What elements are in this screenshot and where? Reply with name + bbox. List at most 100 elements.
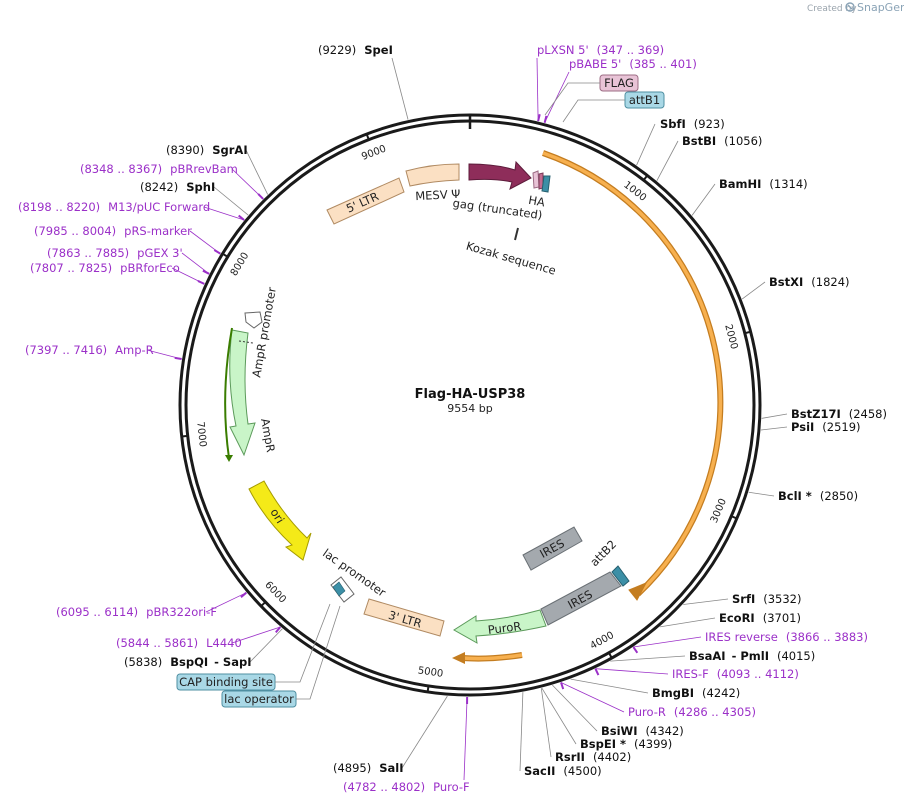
site-bspei[interactable]: BspEI *(4399) [541, 687, 672, 751]
site-bsaai[interactable]: BsaAI- PmlI(4015) [610, 649, 815, 663]
site-pbabe[interactable]: pBABE 5'(385 .. 401) [543, 57, 697, 123]
site-spei[interactable]: (9229)SpeI [318, 43, 409, 120]
site-label-text: (5844 .. 5861)L4440 [116, 636, 242, 650]
feature-usp38[interactable] [542, 150, 724, 601]
site-bstxi[interactable]: BstXI(1824) [741, 275, 850, 300]
site-bsiwi[interactable]: BsiWI(4342) [552, 684, 684, 738]
site-plxsn[interactable]: pLXSN 5'(347 .. 369) [536, 43, 664, 122]
site-label-part: (2519) [822, 420, 860, 434]
site-sphi[interactable]: (8242)SphI [140, 180, 249, 216]
site-ampr-primer[interactable]: (7397 .. 7416)Amp-R [25, 343, 182, 360]
site-label-part: (6095 .. 6114) [56, 605, 138, 619]
site-ecori[interactable]: EcoRI(3701) [659, 611, 801, 628]
app-name-text: SnapGene [857, 1, 904, 14]
site-label-text: Puro-R(4286 .. 4305) [628, 705, 756, 719]
tick-mark [365, 132, 371, 141]
site-bmgbi[interactable]: BmgBI(4242) [570, 678, 741, 700]
primer-mark [257, 193, 264, 200]
site-srfi[interactable]: SrfI(3532) [683, 592, 802, 606]
site-sacii[interactable]: SacII(4500) [519, 692, 602, 778]
site-label-part: (7807 .. 7825) [30, 261, 112, 275]
feature-kozak[interactable]: Kozak sequence [465, 227, 558, 278]
feature-ires-1[interactable]: IRES [522, 526, 583, 571]
site-label-part: BclI * [778, 489, 812, 503]
site-label-part: BsiWI [601, 724, 638, 738]
site-label-part: RsrII [555, 750, 585, 764]
tick-label: 4000 [588, 630, 616, 652]
site-label-part: (4782 .. 4802) [343, 780, 425, 794]
site-sali[interactable]: (4895)SalI [333, 695, 448, 775]
feature-ha[interactable]: HA [527, 175, 551, 209]
feature-puror[interactable]: PuroR [453, 609, 547, 644]
primer-mark [240, 591, 247, 598]
site-label-part: - PmlI [732, 649, 769, 663]
site-psii[interactable]: PsiI(2519) [760, 420, 861, 434]
site-label-text: BstXI(1824) [769, 275, 850, 289]
site-pbrrevbam[interactable]: (8348 .. 8367)pBRrevBam [80, 162, 264, 200]
site-label-part: pLXSN 5' [537, 43, 589, 57]
site-label-part: BspQI [170, 655, 208, 669]
site-sbfi[interactable]: SbfI(923) [636, 117, 725, 166]
site-bamhi[interactable]: BamHI(1314) [691, 177, 808, 216]
site-label-text: PsiI(2519) [791, 420, 861, 434]
site-label-text: (6095 .. 6114)pBR322ori-F [56, 605, 217, 619]
site-prsmarker[interactable]: (7985 .. 8004)pRS-marker [34, 224, 221, 255]
tick-label: 3000 [709, 497, 729, 525]
feature-flag-attb1-marks [532, 170, 544, 190]
tick-mark [743, 330, 752, 335]
site-leader-line [541, 687, 577, 745]
site-bstz17i[interactable]: BstZ17I(2458) [761, 407, 887, 421]
site-label-part: (1056) [724, 134, 762, 148]
site-label-part: (4399) [634, 737, 672, 751]
site-bcli[interactable]: BclI *(2850) [748, 489, 858, 503]
site-leader-line [761, 413, 788, 419]
site-label-text: SbfI(923) [660, 117, 725, 131]
site-pbr322ori[interactable]: (6095 .. 6114)pBR322ori-F [56, 591, 247, 619]
site-label-part: (3866 .. 3883) [786, 630, 868, 644]
site-iresf[interactable]: IRES-F(4093 .. 4112) [594, 667, 799, 681]
site-leader-line [741, 281, 766, 300]
site-pgex3[interactable]: (7863 .. 7885)pGEX 3' [47, 246, 210, 275]
feature-lac-promoter[interactable]: lac promoter [320, 546, 389, 603]
site-puror-primer[interactable]: Puro-R(4286 .. 4305) [560, 682, 756, 719]
site-l4440[interactable]: (5844 .. 5861)L4440 [116, 626, 282, 650]
site-label-part: (4015) [777, 649, 815, 663]
tick-mark [221, 252, 230, 259]
feature-label-lac-promoter: lac promoter [320, 546, 389, 600]
lac-operator-label: lac operator [224, 692, 294, 706]
site-label-text: (7985 .. 8004)pRS-marker [34, 224, 192, 238]
attb1-box[interactable]: attB1 [624, 91, 665, 109]
feature-label-ampr: AmpR [258, 417, 278, 453]
feature-ampr[interactable]: AmpR [229, 329, 278, 457]
site-purof[interactable]: (4782 .. 4802)Puro-F [343, 696, 470, 794]
site-label-part: IRES reverse [705, 630, 778, 644]
site-bstbi[interactable]: BstBI(1056) [656, 134, 763, 181]
feature-ires-2[interactable]: IRES [540, 571, 622, 626]
site-bspqi[interactable]: (5838)BspQI- SapI [124, 628, 283, 669]
site-iresrev[interactable]: IRES reverse (3866 .. 3883) [632, 630, 868, 654]
lac-operator-box[interactable]: lac operator [221, 690, 297, 708]
primer-mark [632, 646, 639, 654]
site-m13puc[interactable]: (8198 .. 8220)M13/pUC Forward [18, 200, 245, 221]
attb1-box-label: attB1 [629, 93, 660, 107]
cap-binding-site-box[interactable]: CAP binding site [176, 673, 276, 691]
feature-mesv-psi[interactable]: MESV Ψ [405, 163, 461, 203]
site-label-part: (5844 .. 5861) [116, 636, 198, 650]
site-label-text: pBABE 5'(385 .. 401) [569, 57, 697, 71]
feature-label-mesv-psi: MESV Ψ [415, 187, 461, 203]
site-pbrforeco[interactable]: (7807 .. 7825)pBRforEco [30, 261, 205, 285]
snapgene-brand: Created by SnapGene [807, 1, 904, 14]
site-label-part: (385 .. 401) [629, 57, 697, 71]
site-rsrii[interactable]: RsrII(4402) [540, 688, 631, 764]
site-sgrai[interactable]: (8390)SgrAI [166, 143, 269, 195]
primer-mark [543, 115, 548, 123]
feature-3-ltr[interactable]: 3' LTR [363, 598, 445, 637]
site-leader-line [536, 57, 539, 122]
feature-5-ltr[interactable]: 5' LTR [326, 177, 405, 225]
site-label-part: M13/pUC Forward [108, 200, 210, 214]
site-label-part: (923) [694, 117, 725, 131]
flag-box[interactable]: FLAG [599, 74, 639, 92]
feature-label-kozak: Kozak sequence [465, 239, 558, 278]
feature-ori[interactable]: ori [248, 480, 312, 561]
site-label-part: SrfI [732, 592, 755, 606]
